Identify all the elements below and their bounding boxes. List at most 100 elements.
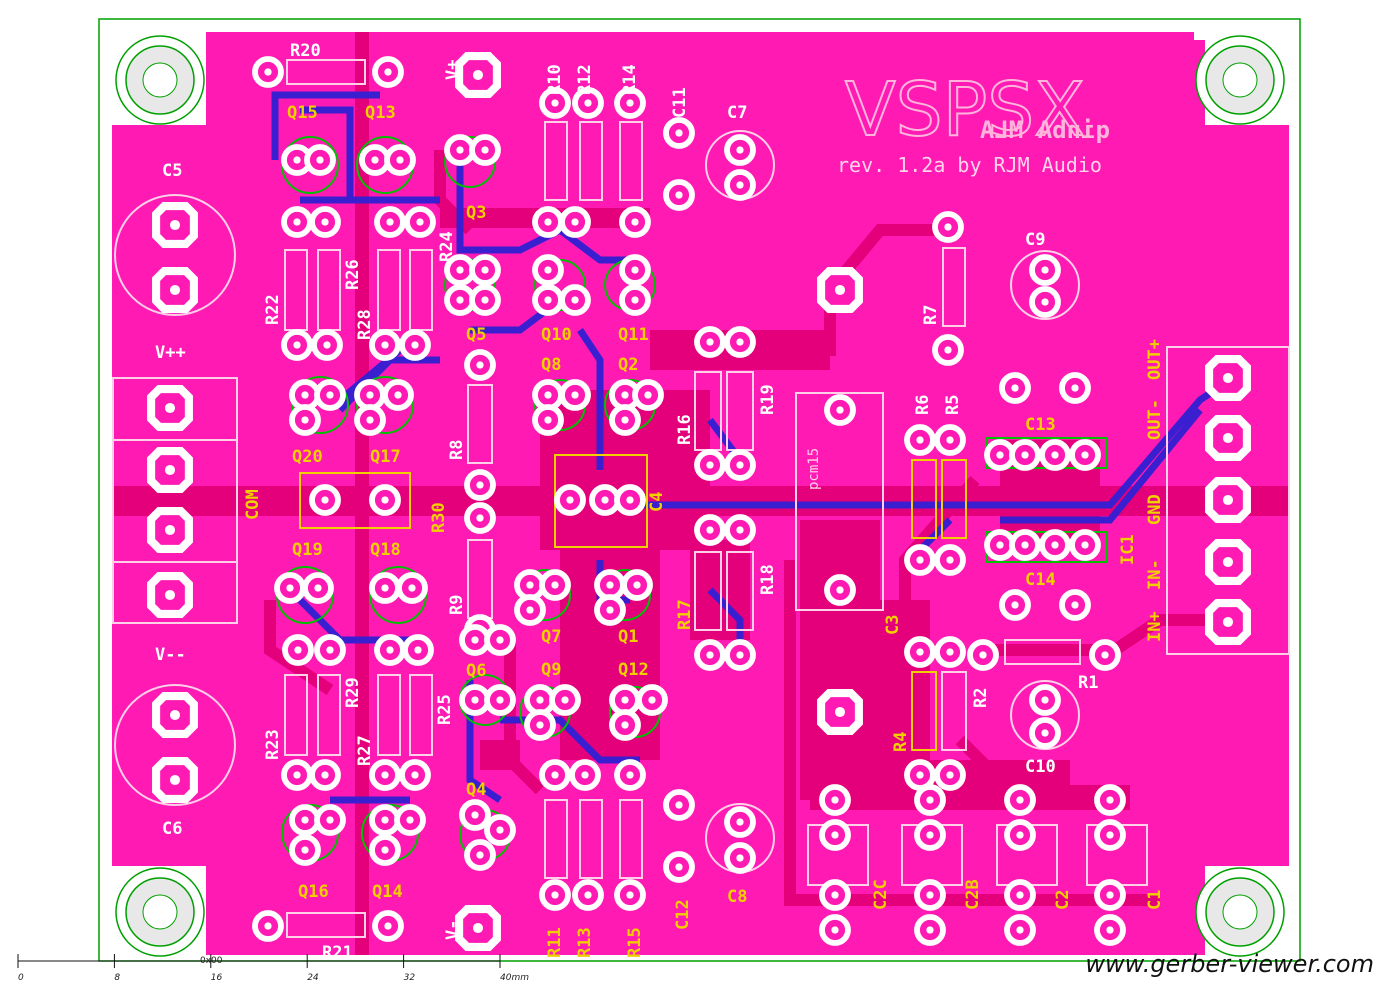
drill-hole: [1222, 494, 1234, 506]
label-q13: Q13: [365, 103, 396, 123]
drill-hole: [386, 218, 394, 226]
label-r7: R7: [921, 305, 941, 325]
drill-hole: [471, 811, 479, 819]
ruler-tick-label: 0: [18, 973, 24, 983]
drill-hole: [164, 402, 176, 414]
drill-hole: [381, 846, 389, 854]
label-q6: Q6: [466, 661, 486, 681]
drill-hole: [926, 891, 934, 899]
label-c2: C2: [1053, 890, 1073, 910]
drill-hole: [316, 156, 324, 164]
label-c7: C7: [727, 103, 747, 123]
label-c13: C13: [1025, 415, 1056, 435]
drill-hole: [606, 581, 614, 589]
drill-hole: [561, 696, 569, 704]
label-q8: Q8: [541, 355, 561, 375]
label-r15: R15: [625, 927, 645, 958]
drill-hole: [571, 391, 579, 399]
label-r6: R6: [913, 395, 933, 415]
drill-hole: [834, 284, 846, 296]
label-out_plus: OUT+: [1145, 339, 1165, 380]
drill-hole: [1016, 926, 1024, 934]
drill-hole: [706, 651, 714, 659]
drill-hole: [169, 219, 181, 231]
drill-hole: [169, 774, 181, 786]
drill-hole: [626, 771, 634, 779]
drill-hole: [286, 584, 294, 592]
drill-hole: [1222, 556, 1234, 568]
drill-hole: [472, 922, 484, 934]
label-c6: C6: [162, 819, 182, 839]
drill-hole: [1016, 796, 1024, 804]
drill-hole: [381, 496, 389, 504]
drill-hole: [164, 464, 176, 476]
drill-hole: [996, 541, 1004, 549]
label-c8: C8: [727, 887, 747, 907]
drill-hole: [476, 481, 484, 489]
drill-hole: [581, 771, 589, 779]
label-r4: R4: [891, 732, 911, 752]
label-r24: R24: [437, 231, 457, 262]
drill-hole: [456, 266, 464, 274]
label-q11: Q11: [618, 325, 649, 345]
drill-hole: [321, 771, 329, 779]
label-q12: Q12: [618, 660, 649, 680]
drill-hole: [1041, 729, 1049, 737]
label-q5: Q5: [466, 325, 486, 345]
drill-hole: [408, 584, 416, 592]
drill-hole: [381, 584, 389, 592]
label-r5: R5: [943, 395, 963, 415]
drill-hole: [1106, 891, 1114, 899]
label-c9: C9: [1025, 230, 1045, 250]
drill-hole: [551, 891, 559, 899]
drill-hole: [1081, 541, 1089, 549]
ruler-tick-label: 16: [211, 973, 223, 983]
label-r21: R21: [322, 943, 353, 963]
drill-hole: [926, 831, 934, 839]
drill-hole: [601, 496, 609, 504]
drill-hole: [834, 706, 846, 718]
label-q18: Q18: [370, 540, 401, 560]
label-r19: R19: [758, 384, 778, 415]
drill-hole: [456, 146, 464, 154]
drill-hole: [293, 218, 301, 226]
drill-hole: [544, 391, 552, 399]
drill-hole: [169, 709, 181, 721]
drill-hole: [396, 156, 404, 164]
board-title: VSPSX: [845, 67, 1085, 153]
label-q17: Q17: [370, 447, 401, 467]
label-out_minus: OUT-: [1145, 399, 1165, 440]
drill-hole: [736, 461, 744, 469]
drill-hole: [631, 218, 639, 226]
label-r27: R27: [355, 735, 375, 766]
board-subtitle: rev. 1.2a by RJM Audio: [837, 153, 1102, 177]
drill-hole: [1222, 432, 1234, 444]
drill-hole: [736, 146, 744, 154]
drill-hole: [831, 796, 839, 804]
label-c2c: C2C: [871, 879, 891, 910]
drill-hole: [736, 526, 744, 534]
drill-hole: [536, 696, 544, 704]
drill-hole: [571, 218, 579, 226]
drill-hole: [496, 696, 504, 704]
drill-hole: [831, 891, 839, 899]
drill-hole: [916, 436, 924, 444]
label-q9: Q9: [541, 660, 561, 680]
drill-hole: [926, 926, 934, 934]
drill-hole: [381, 341, 389, 349]
drill-hole: [476, 851, 484, 859]
drill-hole: [1101, 651, 1109, 659]
drill-hole: [831, 926, 839, 934]
drill-hole: [631, 266, 639, 274]
drill-hole: [476, 514, 484, 522]
drill-hole: [536, 721, 544, 729]
drill-hole: [706, 526, 714, 534]
silkscreen-outlines: [112, 59, 1290, 938]
label-r16: R16: [675, 414, 695, 445]
drill-hole: [551, 771, 559, 779]
drill-hole: [411, 341, 419, 349]
drill-hole: [371, 156, 379, 164]
drill-hole: [1021, 451, 1029, 459]
drill-hole: [1081, 451, 1089, 459]
